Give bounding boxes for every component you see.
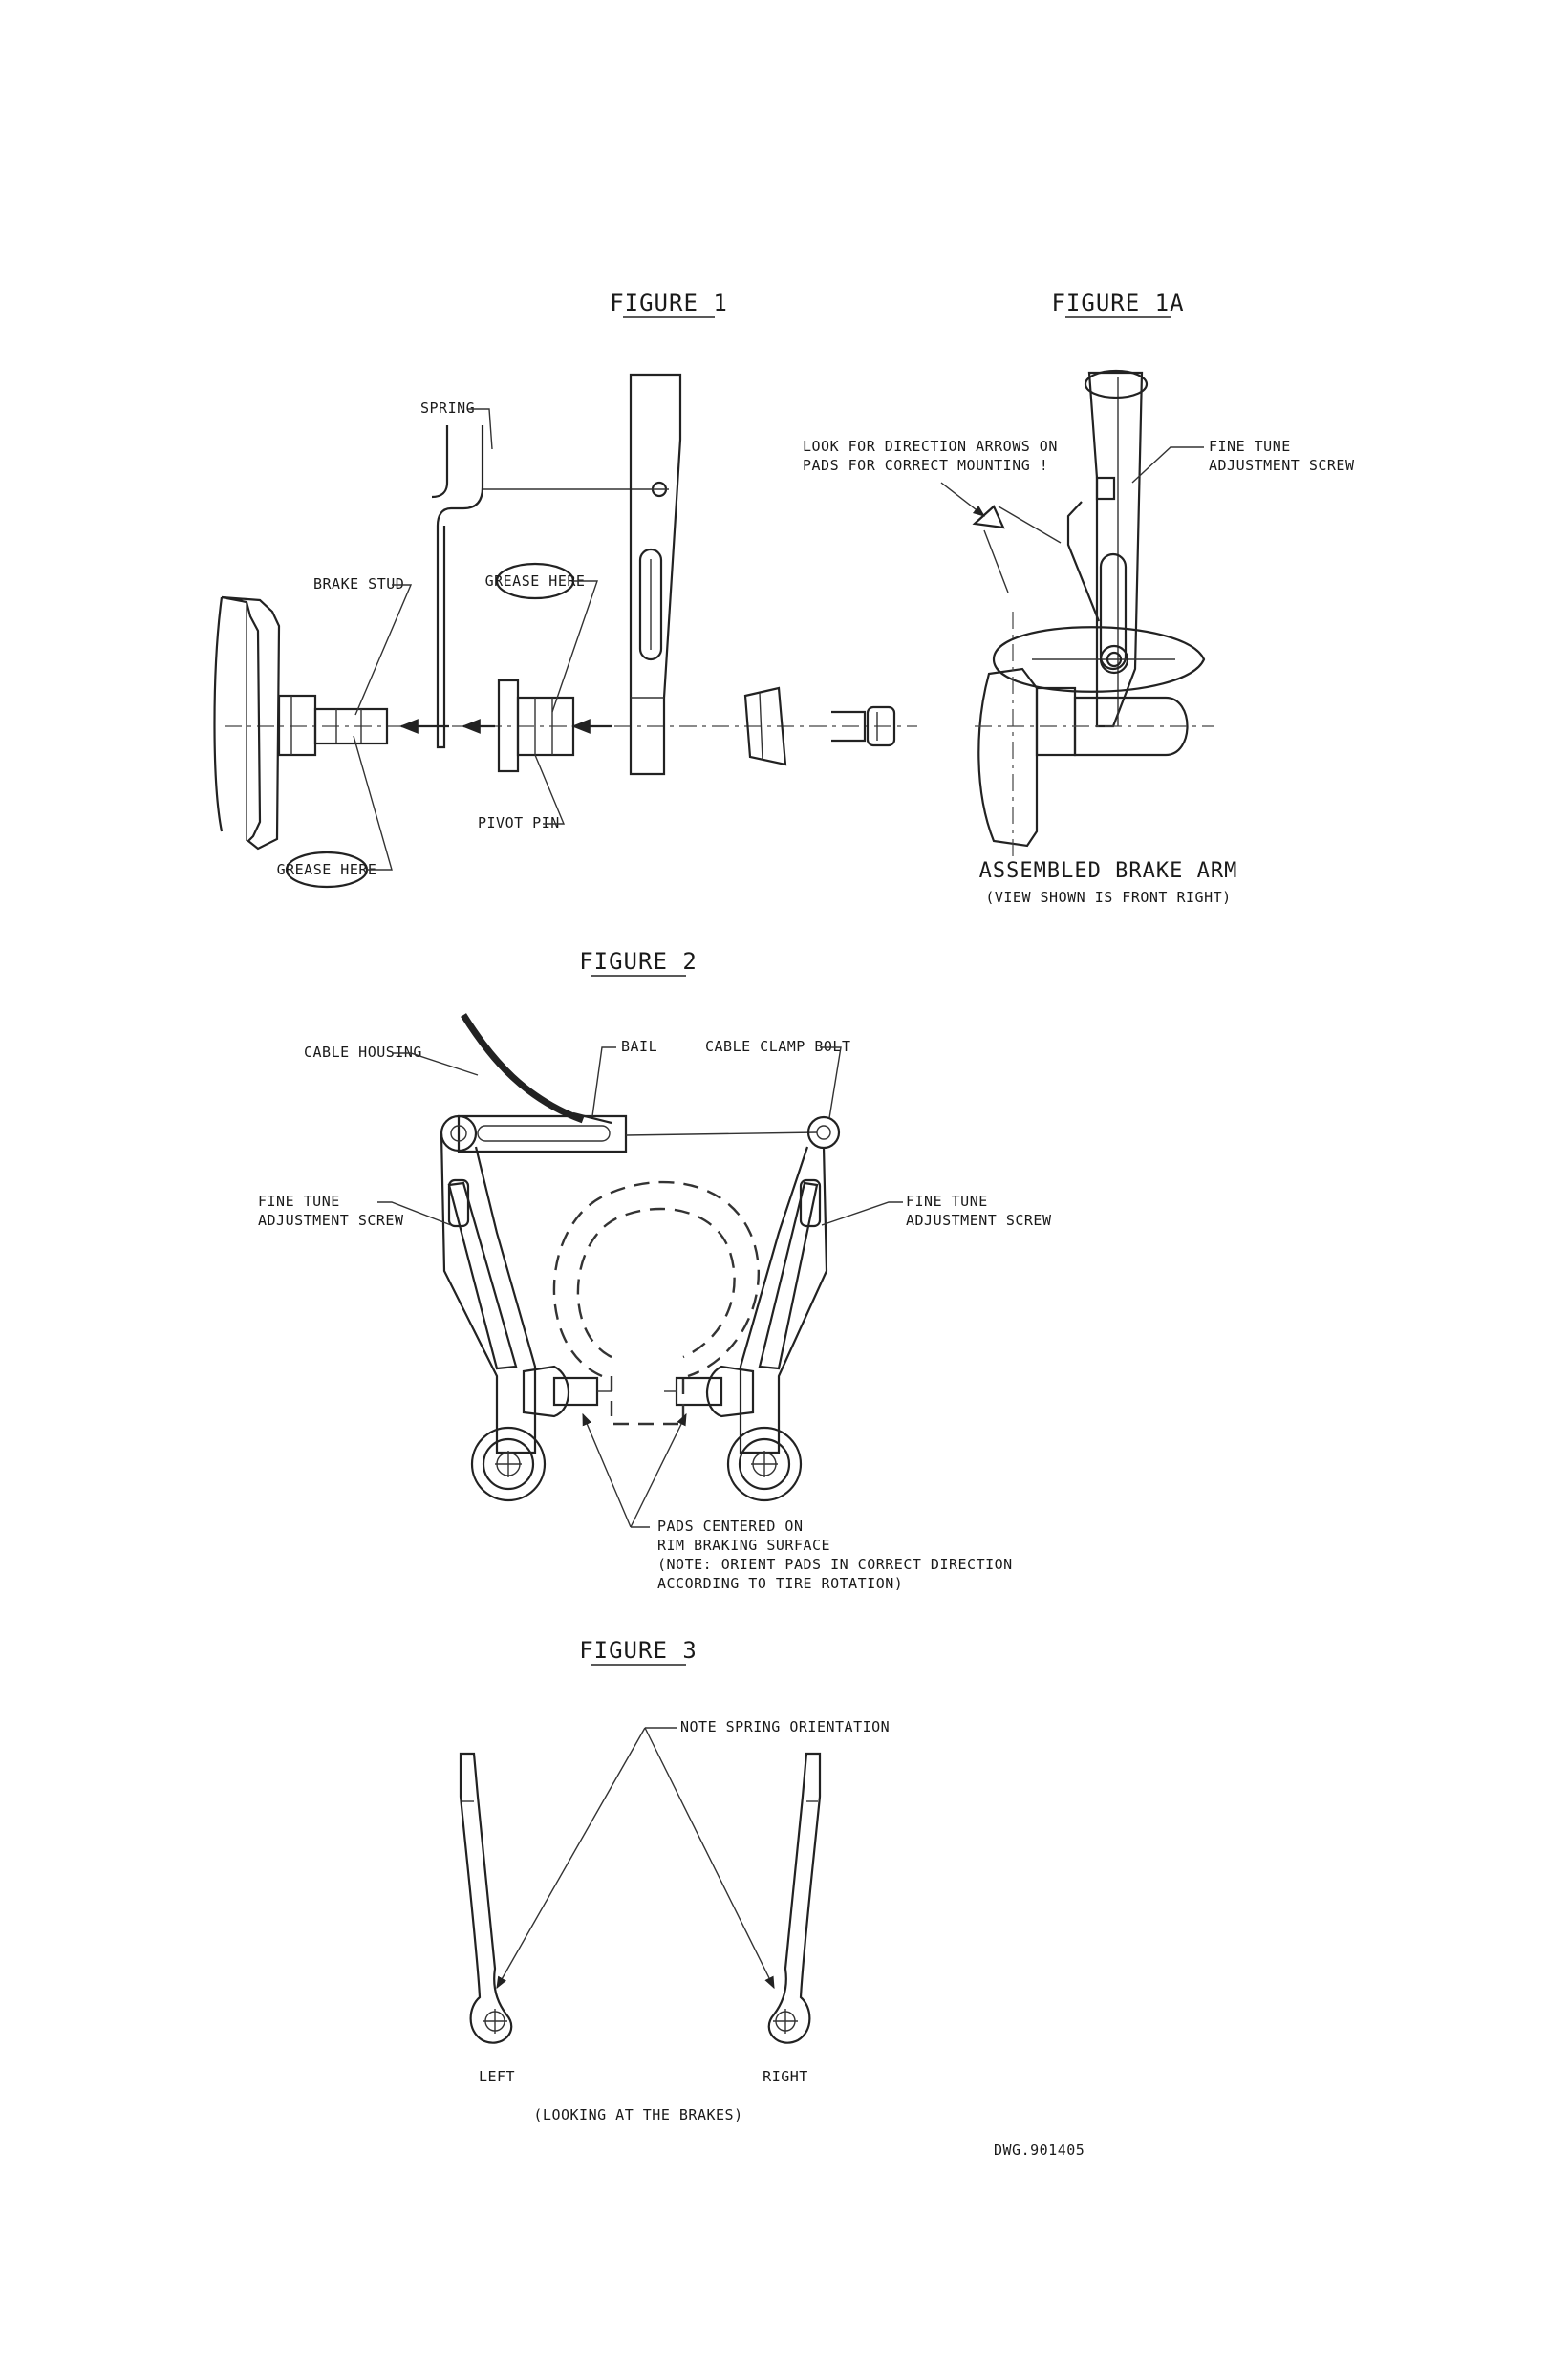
left-brake-arm [440,1132,612,1502]
fine-tune-1a-line1: FINE TUNE [1209,438,1291,455]
figure-1: FIGURE 1 [213,290,917,889]
right-label: RIGHT [763,2068,808,2085]
bail-label: BAIL [621,1038,657,1055]
brake-arm-side-view [629,373,682,776]
figure-2-title: FIGURE 2 [579,948,698,975]
fine-tune-right-line2: ADJUSTMENT SCREW [906,1212,1052,1229]
fine-tune-left-line2: ADJUSTMENT SCREW [258,1212,404,1229]
cable-housing-label: CABLE HOUSING [304,1044,422,1061]
pad-direction-note-line2: PADS FOR CORRECT MOUNTING ! [803,457,1048,474]
left-spring [459,1752,513,2044]
grease-here-bottom-label: GREASE HERE [277,861,377,878]
figure-3: FIGURE 3 NOTE SPRING ORIENTATION LEFT RI… [459,1637,890,2123]
washer-cone [743,686,787,766]
pivot-pin [497,679,575,773]
left-label: LEFT [479,2068,515,2085]
fine-tune-left-line1: FINE TUNE [258,1193,340,1210]
right-spring [767,1752,822,2044]
brake-stud [313,707,389,745]
mounting-bolt [831,705,896,747]
figure-2: FIGURE 2 [258,948,1052,1592]
assembled-view-note: (VIEW SHOWN IS FRONT RIGHT) [985,889,1231,906]
grease-here-top-label: GREASE HERE [485,572,586,590]
figure-3-title: FIGURE 3 [579,1637,698,1664]
pivot-pin-label: PIVOT PIN [478,814,560,831]
spring-orientation-note: NOTE SPRING ORIENTATION [680,1718,890,1735]
looking-at-brakes-caption: (LOOKING AT THE BRAKES) [533,2106,742,2123]
pads-centered-line1: PADS CENTERED ON [657,1518,804,1535]
right-brake-arm [664,1146,828,1502]
frame-boss [213,595,317,851]
fine-tune-right-line1: FINE TUNE [906,1193,988,1210]
assembled-brake-arm-caption: ASSEMBLED BRAKE ARM [979,859,1238,883]
figure-1a-title: FIGURE 1A [1051,290,1184,316]
pads-centered-line4: ACCORDING TO TIRE ROTATION) [657,1575,903,1592]
figure-1a: FIGURE 1A LOOK FOR DIRECTION ARROWS ON P… [803,290,1355,906]
pads-centered-line2: RIM BRAKING SURFACE [657,1537,830,1554]
pads-centered-line3: (NOTE: ORIENT PADS IN CORRECT DIRECTION [657,1556,1013,1573]
pad-direction-note-line1: LOOK FOR DIRECTION ARROWS ON [803,438,1058,455]
fine-tune-1a-line2: ADJUSTMENT SCREW [1209,457,1355,474]
bail [440,1114,628,1153]
spring-label: SPRING [420,399,475,417]
rim-outline [552,1180,760,1426]
spring [431,425,650,749]
drawing-number: DWG.901405 [994,2142,1085,2159]
brake-stud-label: BRAKE STUD [313,575,404,592]
figure-1-title: FIGURE 1 [610,290,728,316]
cable-clamp-bolt-label: CABLE CLAMP BOLT [705,1038,851,1055]
